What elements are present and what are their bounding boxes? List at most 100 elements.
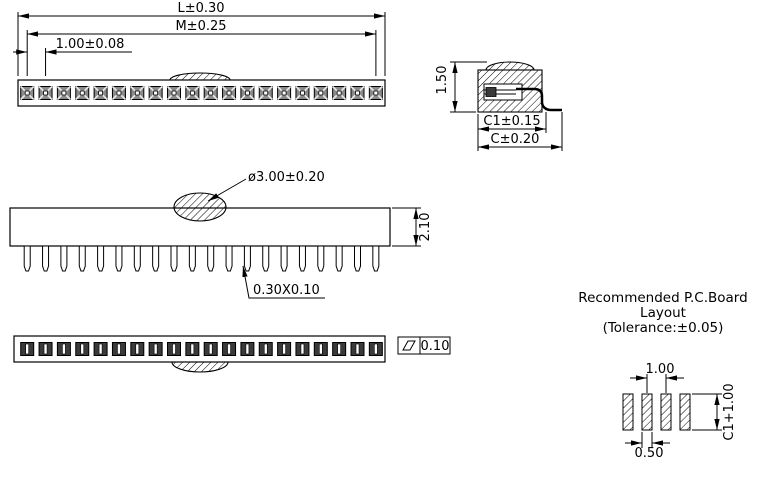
- contact-top: [331, 85, 347, 101]
- pin: [243, 245, 251, 272]
- contact-section: [485, 87, 497, 97]
- dim-c: C±0.20: [478, 112, 563, 151]
- pcb-pad: [622, 393, 634, 431]
- contact-top: [130, 85, 145, 101]
- contact-bottom: [368, 342, 383, 356]
- contact-bottom: [75, 342, 90, 356]
- pcb-pads: [622, 393, 691, 431]
- dim-label-pin-section: 0.30X0.10: [253, 283, 320, 298]
- dim-label-overall-length: L±0.30: [177, 1, 224, 16]
- contact-top: [221, 85, 237, 101]
- pcb-pad: [641, 393, 653, 431]
- dim-body-height: 2.10: [392, 207, 433, 247]
- dim-c1: C1±0.15: [477, 112, 547, 151]
- pick-tape-bump-side: [485, 61, 535, 71]
- pin: [317, 245, 325, 272]
- contact-bottom: [313, 342, 328, 356]
- dim-label-boss-diameter: ø3.00±0.20: [248, 170, 325, 185]
- pin: [188, 245, 196, 272]
- pin: [23, 245, 31, 272]
- contact-top: [93, 85, 108, 101]
- pin: [133, 245, 141, 272]
- contact-top: [185, 85, 200, 101]
- contact-top: [56, 85, 72, 101]
- dim-overall-length: L±0.30: [17, 1, 386, 76]
- contact-bottom: [130, 342, 145, 356]
- callout-boss-diameter: ø3.00±0.20: [207, 170, 325, 202]
- pick-tape-bump: [169, 72, 231, 81]
- contact-bottom: [350, 342, 365, 356]
- contact-bottom: [148, 342, 163, 356]
- contact-top: [166, 85, 182, 101]
- pcb-title-line1: Recommended P.C.Board: [578, 290, 747, 306]
- contact-bottom: [167, 342, 181, 356]
- smt-lead: [516, 87, 562, 112]
- contact-bottom: [93, 342, 108, 356]
- pin: [298, 245, 306, 272]
- pin: [280, 245, 288, 272]
- pin: [170, 245, 178, 272]
- pin: [115, 245, 123, 272]
- dim-label-c: C±0.20: [491, 132, 540, 147]
- dim-label-pad-width: 0.50: [635, 446, 664, 461]
- contact-top: [38, 85, 53, 101]
- dim-pad-pitch: 1.00: [630, 362, 684, 393]
- dim-height: 1.50: [435, 61, 487, 113]
- pin: [97, 245, 105, 272]
- flatness-tolerance-value: 0.10: [421, 339, 450, 354]
- contact-bottom: [240, 342, 255, 356]
- callout-pin-section: 0.30X0.10: [242, 265, 325, 299]
- pin: [207, 245, 215, 272]
- top-view-body: [17, 79, 386, 107]
- leader-line: [242, 265, 325, 299]
- contact-top: [313, 85, 329, 101]
- pin: [78, 245, 86, 272]
- contact-top: [258, 85, 274, 101]
- contact-top: [74, 85, 90, 101]
- pcb-title-line3: (Tolerance:±0.05): [603, 320, 724, 336]
- locating-boss: [173, 192, 227, 222]
- contact-bottom: [258, 342, 273, 356]
- contact-bottom: [185, 342, 200, 356]
- contact-bottom: [277, 342, 292, 356]
- flatness-icon: [402, 340, 416, 351]
- contact-bottom: [56, 342, 71, 356]
- pin: [372, 245, 380, 272]
- dim-pad-width: 0.50: [625, 432, 670, 461]
- pin: [354, 245, 361, 272]
- contact-bottom: [20, 342, 35, 356]
- dim-label-c1: C1±0.15: [483, 114, 540, 129]
- pcb-pad: [679, 393, 691, 431]
- contact-top: [295, 85, 310, 101]
- contact-top: [350, 85, 365, 101]
- contact-top: [203, 85, 218, 101]
- dim-label-pitch: 1.00±0.08: [56, 37, 125, 52]
- dim-pitch: 1.00±0.08: [13, 37, 132, 76]
- flatness-callout: 0.10: [397, 336, 451, 355]
- contact-top: [19, 85, 35, 101]
- contact-bottom: [332, 342, 347, 356]
- contact-top: [111, 85, 127, 101]
- contact-bottom: [203, 342, 218, 356]
- dim-pad-length: C1+1.00: [692, 383, 737, 441]
- side-section-view: 1.50 C1±0.15 C±0.20: [435, 61, 563, 151]
- pin: [152, 245, 160, 272]
- contact-bottom: [38, 342, 53, 356]
- contact-top: [148, 85, 163, 101]
- pcb-layout: Recommended P.C.Board Layout (Tolerance:…: [578, 290, 747, 461]
- leader-line: [207, 178, 247, 202]
- pcb-pad: [660, 393, 672, 431]
- dim-label-contact-span: M±0.25: [175, 19, 226, 34]
- bottom-view: 0.10: [13, 335, 451, 373]
- dim-label-pad-length: C1+1.00: [722, 383, 737, 440]
- top-view: L±0.30 M±0.25 1.00±0.08: [13, 1, 386, 107]
- dim-label-body-height: 2.10: [418, 213, 433, 242]
- contact-bottom: [222, 342, 237, 356]
- pin: [262, 245, 270, 272]
- pcb-title-line2: Layout: [640, 305, 686, 321]
- dim-label-pad-pitch: 1.00: [646, 362, 675, 377]
- contact-top: [276, 85, 292, 101]
- locating-boss-bottom: [171, 361, 229, 373]
- pin: [225, 245, 233, 272]
